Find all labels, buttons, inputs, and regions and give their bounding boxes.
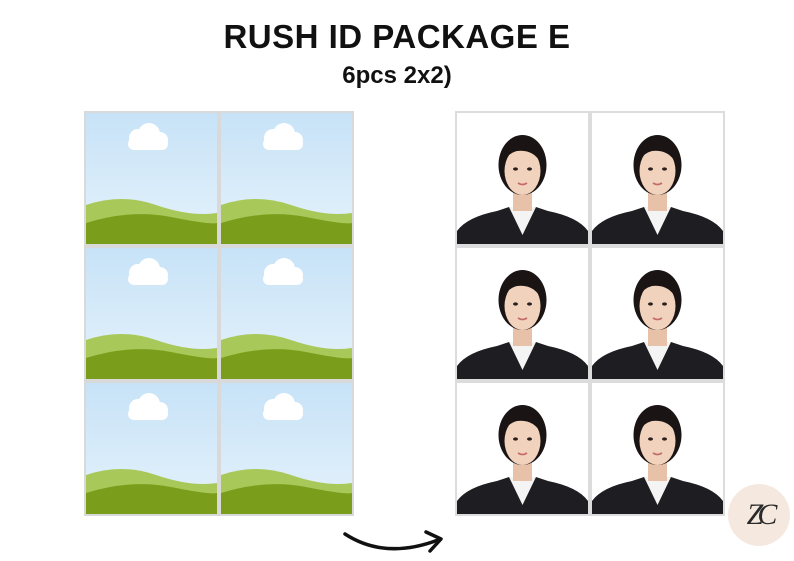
landscape-placeholder-icon (86, 248, 217, 379)
page-subtitle: 6pcs 2x2) (342, 62, 452, 89)
id-portrait-photo (592, 248, 723, 379)
id-photo-sheet (455, 111, 725, 516)
landscape-placeholder-icon (221, 113, 352, 244)
placeholder-sheet (84, 111, 354, 516)
id-portrait-photo (457, 383, 588, 514)
curved-arrow-right-icon (343, 530, 443, 553)
id-portrait-photo (592, 113, 723, 244)
id-portrait-photo (457, 113, 588, 244)
id-portrait-photo (457, 248, 588, 379)
landscape-placeholder-icon (221, 383, 352, 514)
id-portrait-photo (592, 383, 723, 514)
landscape-placeholder-icon (221, 248, 352, 379)
page-title: RUSH ID PACKAGE E (223, 18, 571, 55)
logo-monogram: ZC (746, 498, 778, 531)
landscape-placeholder-icon (86, 113, 217, 244)
landscape-placeholder-icon (86, 383, 217, 514)
studio-logo: ZC (728, 484, 790, 546)
